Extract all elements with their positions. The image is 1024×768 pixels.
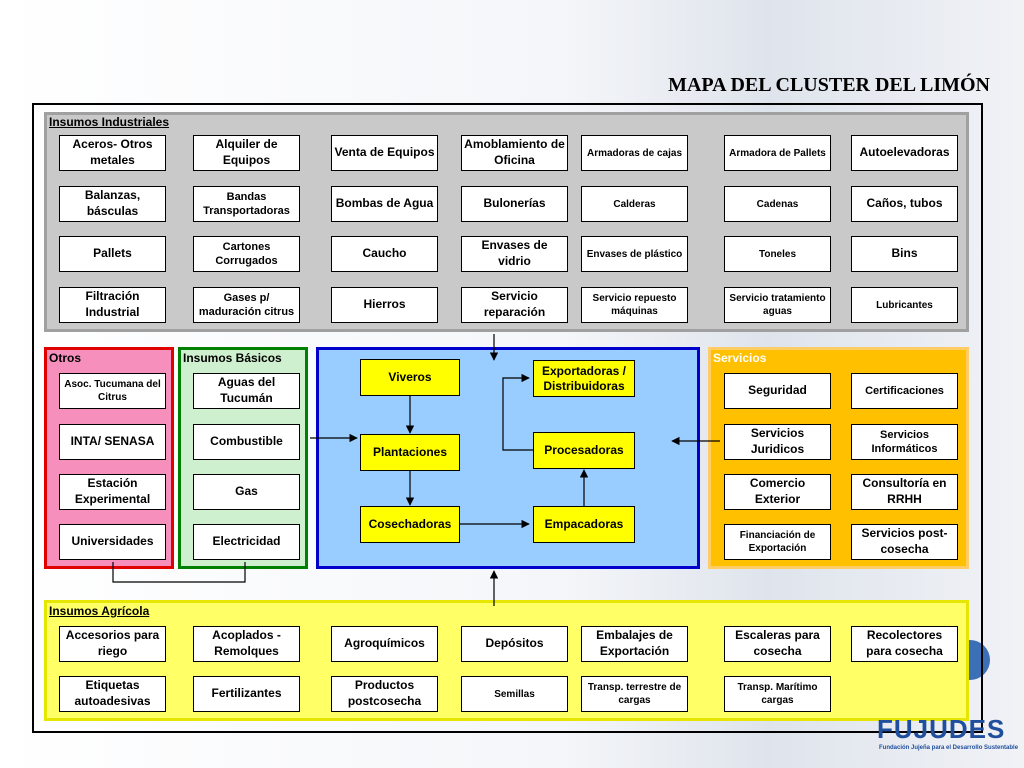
agricola-item-box: Transp. terrestre de cargas: [581, 676, 688, 712]
panel-title: Insumos Básicos: [183, 351, 282, 365]
fujudes-logo: FUJUDES Fundación Jujeña para el Desarro…: [873, 712, 1018, 762]
industrial-item-box: Armadoras de cajas: [581, 135, 688, 171]
basicos-item-box: Electricidad: [193, 524, 300, 560]
industrial-item-box: Bins: [851, 236, 958, 272]
industrial-item-box: Cadenas: [724, 186, 831, 222]
industrial-item-box: Envases de vidrio: [461, 236, 568, 272]
servicio-item-box: Servicios Informáticos: [851, 424, 958, 460]
page-title: MAPA DEL CLUSTER DEL LIMÓN: [668, 74, 990, 96]
industrial-item-box: Alquiler de Equipos: [193, 135, 300, 171]
industrial-item-box: Filtración Industrial: [59, 287, 166, 323]
industrial-item-box: Caucho: [331, 236, 438, 272]
industrial-item-box: Balanzas, básculas: [59, 186, 166, 222]
agricola-item-box: Recolectores para cosecha: [851, 626, 958, 662]
otros-item-box: Universidades: [59, 524, 166, 560]
industrial-item-box: Calderas: [581, 186, 688, 222]
servicio-item-box: Seguridad: [724, 373, 831, 409]
panel-title: Insumos Agrícola: [49, 604, 150, 618]
industrial-item-box: Bandas Transportadoras: [193, 186, 300, 222]
core-procesadoras-box: Procesadoras: [533, 432, 635, 469]
industrial-item-box: Servicio tratamiento aguas: [724, 287, 831, 323]
otros-item-box: Asoc. Tucumana del Citrus: [59, 373, 166, 409]
industrial-item-box: Autoelevadoras: [851, 135, 958, 171]
core-viveros-box: Viveros: [360, 359, 460, 396]
servicio-item-box: Servicios post-cosecha: [851, 524, 958, 560]
agricola-item-box: Semillas: [461, 676, 568, 712]
core-cosechadoras-box: Cosechadoras: [360, 506, 460, 543]
panel-title: Insumos Industriales: [49, 115, 170, 129]
industrial-item-box: Amoblamiento de Oficina: [461, 135, 568, 171]
industrial-item-box: Armadora de Pallets: [724, 135, 831, 171]
agricola-item-box: Etiquetas autoadesivas: [59, 676, 166, 712]
industrial-item-box: Servicio reparación: [461, 287, 568, 323]
industrial-item-box: Aceros- Otros metales: [59, 135, 166, 171]
servicio-item-box: Servicios Juridicos: [724, 424, 831, 460]
basicos-item-box: Gas: [193, 474, 300, 510]
otros-item-box: Estación Experimental: [59, 474, 166, 510]
core-empacadoras-box: Empacadoras: [533, 506, 635, 543]
industrial-item-box: Venta de Equipos: [331, 135, 438, 171]
basicos-item-box: Combustible: [193, 424, 300, 460]
industrial-item-box: Hierros: [331, 287, 438, 323]
agricola-item-box: Accesorios para riego: [59, 626, 166, 662]
panel-title: Otros: [49, 351, 82, 365]
industrial-item-box: Bulonerías: [461, 186, 568, 222]
agricola-item-box: Productos postcosecha: [331, 676, 438, 712]
servicio-item-box: Financiación de Exportación: [724, 524, 831, 560]
logo-name: FUJUDES: [877, 714, 1006, 744]
core-exportadoras-box: Exportadoras / Distribuidoras: [533, 360, 635, 397]
industrial-item-box: Bombas de Agua: [331, 186, 438, 222]
agricola-item-box: Agroquímicos: [331, 626, 438, 662]
industrial-item-box: Pallets: [59, 236, 166, 272]
industrial-item-box: Servicio repuesto máquinas: [581, 287, 688, 323]
industrial-item-box: Gases p/ maduración citrus: [193, 287, 300, 323]
servicio-item-box: Consultoría en RRHH: [851, 474, 958, 510]
agricola-item-box: Acoplados - Remolques: [193, 626, 300, 662]
servicio-item-box: Comercio Exterior: [724, 474, 831, 510]
agricola-item-box: Fertilizantes: [193, 676, 300, 712]
servicio-item-box: Certificaciones: [851, 373, 958, 409]
logo-subtitle: Fundación Jujeña para el Desarrollo Sust…: [879, 745, 1019, 751]
agricola-item-box: Embalajes de Exportación: [581, 626, 688, 662]
core-plantaciones-box: Plantaciones: [360, 434, 460, 471]
cluster-map-frame: [32, 103, 983, 733]
agricola-item-box: Transp. Marítimo cargas: [724, 676, 831, 712]
industrial-item-box: Caños, tubos: [851, 186, 958, 222]
industrial-item-box: Envases de plástico: [581, 236, 688, 272]
industrial-item-box: Toneles: [724, 236, 831, 272]
agricola-item-box: Depósitos: [461, 626, 568, 662]
agricola-item-box: Escaleras para cosecha: [724, 626, 831, 662]
industrial-item-box: Lubricantes: [851, 287, 958, 323]
industrial-item-box: Cartones Corrugados: [193, 236, 300, 272]
panel-title: Servicios: [713, 351, 767, 365]
basicos-item-box: Aguas del Tucumán: [193, 373, 300, 409]
otros-item-box: INTA/ SENASA: [59, 424, 166, 460]
